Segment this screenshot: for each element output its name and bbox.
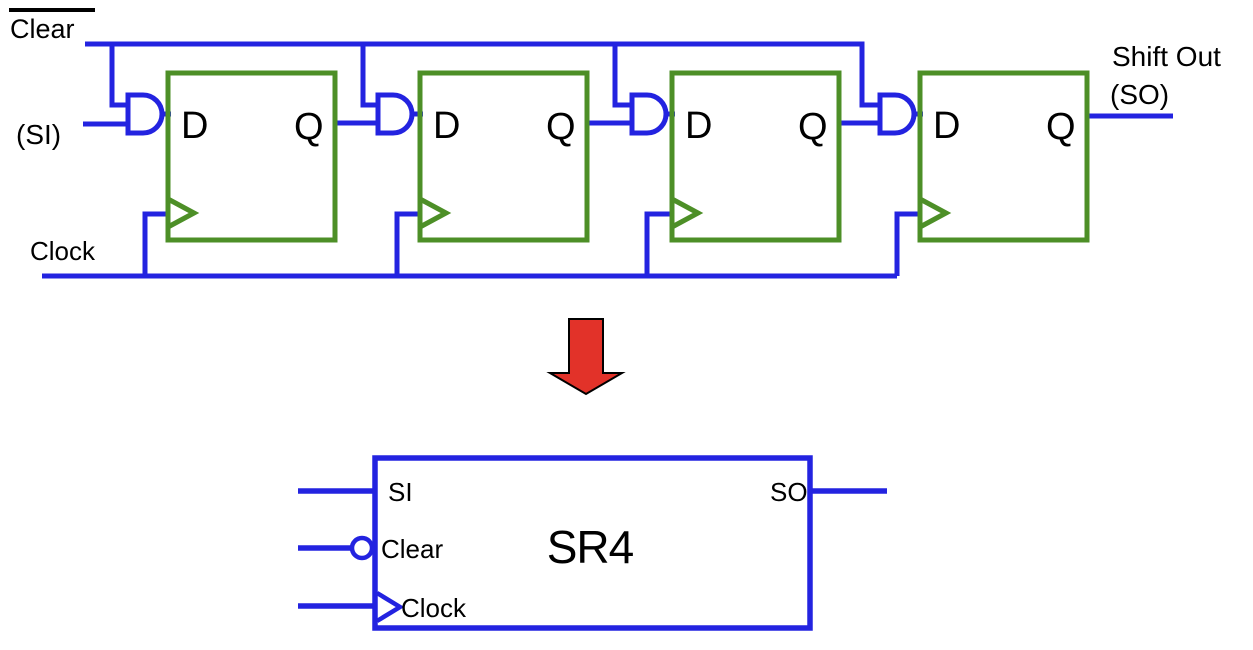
shift-out-label: Shift Out	[1112, 41, 1221, 72]
sr4-clock-pin-label: Clock	[401, 593, 467, 623]
and-gate-icon	[375, 92, 415, 136]
sr4-box	[372, 455, 813, 631]
clear-not-label: Clear	[10, 14, 75, 44]
sr4-si-pin-label: SI	[388, 477, 413, 507]
clock-edge-icon	[375, 591, 405, 623]
serial-in-label: (SI)	[16, 119, 61, 150]
and-gate-icon	[125, 92, 165, 136]
dff-q-pin-label: Q	[1046, 106, 1076, 148]
shift-out-abbrev-label: (SO)	[1110, 79, 1169, 110]
dff-q-pin-label: Q	[798, 106, 828, 148]
clock-riser-wire	[394, 211, 422, 276]
dff-d-pin-label: D	[181, 105, 208, 147]
clock-label: Clock	[30, 236, 96, 266]
clear-drop-wire	[612, 44, 634, 108]
dff-box	[669, 70, 842, 243]
dff-d-pin-label: D	[433, 105, 460, 147]
sr4-clear-pin-label: Clear	[381, 534, 443, 564]
sr4-block-diagram: SI Clear Clock SO SR4	[298, 455, 887, 631]
dff-d-pin-label: D	[685, 105, 712, 147]
active-low-bubble-icon	[349, 535, 375, 561]
gate-level-shift-register: D Q D Q D Q D Q Clear (SI) Clock Shift O…	[9, 8, 1221, 279]
clear-drop-wire	[360, 44, 380, 108]
dff-box	[917, 70, 1090, 243]
clock-riser-wire	[644, 211, 674, 276]
and-gate-icon	[629, 92, 669, 136]
clock-riser-wire	[142, 211, 170, 276]
sr4-title: SR4	[547, 521, 634, 573]
dff-q-pin-label: Q	[294, 106, 324, 148]
clock-riser-wire	[894, 211, 922, 276]
dff-box	[165, 70, 338, 243]
clear-overline	[9, 8, 95, 12]
clock-edge-icon	[166, 196, 200, 230]
clock-edge-icon	[918, 196, 952, 230]
dff-box	[417, 70, 590, 243]
sr4-so-pin-label: SO	[770, 477, 808, 507]
clock-edge-icon	[670, 196, 704, 230]
dff-q-pin-label: Q	[546, 106, 576, 148]
clear-bus-wire	[85, 41, 880, 108]
and-gate-icon	[877, 92, 917, 136]
clock-edge-icon	[418, 196, 452, 230]
down-arrow-icon	[546, 318, 626, 396]
clear-drop-wire	[109, 44, 130, 108]
dff-d-pin-label: D	[933, 105, 960, 147]
